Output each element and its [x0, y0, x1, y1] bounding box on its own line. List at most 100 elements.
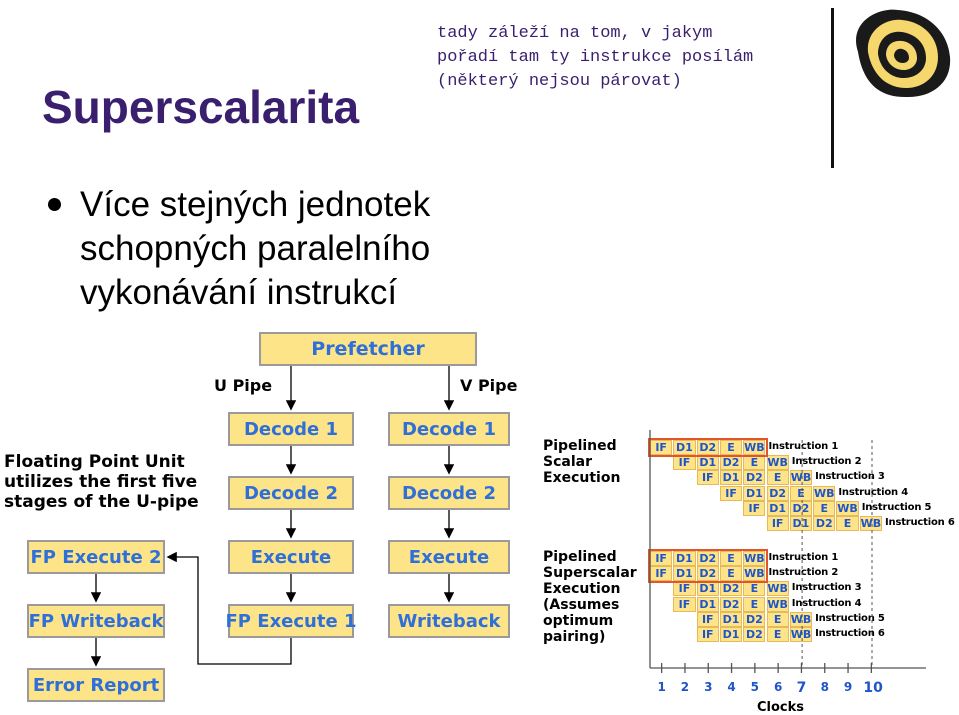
pipeline-arrows: [90, 366, 455, 667]
scalar-instruction-label: Instruction 4: [838, 486, 908, 498]
superscalar-cell: E: [743, 596, 766, 612]
superscalar-cell: D1: [696, 581, 719, 597]
scalar-instruction-label: Instruction 1: [768, 441, 839, 452]
superscalar-instruction-label: Instruction 6: [815, 628, 885, 639]
v-pipe-label: V Pipe: [460, 376, 518, 395]
scalar-instruction-label: Instruction 5: [861, 501, 932, 513]
superscalar-cell: IF: [696, 611, 719, 627]
scalar-cell: D1: [766, 500, 789, 516]
scalar-cell: D1: [719, 470, 743, 486]
scalar-cell: D2: [743, 470, 766, 486]
speaker-note: tady záleží na tom, v jakym pořadí tam t…: [437, 24, 754, 91]
scalar-cell: IF: [743, 500, 766, 516]
superscalar-instruction-label: Instruction 4: [791, 597, 862, 609]
u-fp-execute1-box: FP Execute 1: [226, 604, 356, 638]
superscalar-cell: E: [766, 611, 789, 627]
scalar-cell: D1: [743, 485, 766, 501]
bullet-text: Více stejných jednotek schopných paralel…: [80, 185, 431, 312]
superscalar-instruction-label: Instruction 3: [791, 582, 862, 594]
clocks-label: Clocks: [757, 700, 805, 715]
scalar-cell: WB: [743, 440, 766, 455]
v-execute-box: Execute: [388, 540, 510, 574]
superscalar-instruction-label: Instruction 1: [768, 552, 839, 563]
superscalar-cell: D1: [719, 627, 743, 642]
superscalar-cell: D2: [743, 627, 766, 642]
v-decode1-box: Decode 1: [388, 412, 510, 446]
clock-tick-label: 4: [727, 680, 736, 694]
superscalar-cell: IF: [696, 627, 719, 642]
clock-tick-label: 9: [843, 680, 853, 694]
scalar-highlight: [648, 438, 768, 457]
superscalar-highlight: [648, 549, 768, 583]
fp-unit-note: Floating Point Unit utilizes the first f…: [4, 452, 199, 512]
scalar-instruction-label: Instruction 3: [815, 471, 885, 483]
scalar-cell: D1: [673, 440, 696, 455]
fp-writeback-box: FP Writeback: [27, 604, 165, 638]
clock-tick-label: 2: [680, 680, 690, 694]
clock-tick-label: 7: [796, 680, 807, 696]
clock-tick-label: 3: [704, 680, 713, 694]
superscalar-instruction-label: Instruction 2: [768, 567, 839, 579]
scroll-logo-icon: [856, 9, 951, 98]
superscalar-cell: WB: [743, 551, 766, 566]
superscalar-cell: D1: [673, 551, 696, 566]
scalar-cell: IF: [696, 470, 719, 486]
superscalar-cell: WB: [789, 627, 813, 642]
divider-line: [831, 8, 834, 168]
v-writeback-box: Writeback: [388, 604, 510, 638]
scalar-cell: E: [719, 440, 743, 455]
fp-execute2-box: FP Execute 2: [27, 540, 165, 574]
v-decode2-box: Decode 2: [388, 476, 510, 510]
slide-title: Superscalarita: [42, 81, 360, 133]
scalar-cell: D2: [813, 516, 836, 531]
bullet-dot: [48, 198, 61, 211]
scalar-cell: WB: [859, 516, 882, 531]
scalar-cell: WB: [813, 485, 836, 501]
scalar-cell: D2: [696, 440, 719, 455]
scalar-instruction-label: Instruction 6: [885, 517, 955, 528]
superscalar-cell: D2: [696, 566, 719, 582]
superscalar-instruction-label: Instruction 5: [815, 612, 885, 624]
scalar-cell: E: [789, 485, 813, 501]
u-pipe-label: U Pipe: [214, 376, 273, 395]
superscalar-label: Pipelined Superscalar Execution (Assumes…: [543, 549, 637, 645]
clock-tick-label: 6: [773, 680, 783, 694]
superscalar-cell: WB: [766, 596, 789, 612]
u-decode2-box: Decode 2: [228, 476, 354, 510]
scalar-instruction-label: Instruction 2: [791, 456, 862, 468]
u-decode1-box: Decode 1: [228, 412, 354, 446]
superscalar-cell: D2: [743, 611, 766, 627]
superscalar-cell: E: [766, 627, 789, 642]
superscalar-cell: D1: [673, 566, 696, 582]
scalar-cell: WB: [789, 470, 813, 486]
superscalar-cell: D1: [696, 596, 719, 612]
clock-tick-label: 5: [750, 680, 760, 694]
superscalar-cell: IF: [673, 596, 696, 612]
superscalar-cell: D2: [696, 551, 719, 566]
scalar-cell: IF: [766, 516, 789, 531]
scalar-cell: E: [836, 516, 859, 531]
superscalar-cell: WB: [789, 611, 813, 627]
clock-tick-label: 1: [657, 680, 666, 694]
superscalar-cell: WB: [766, 581, 789, 597]
scalar-cell: IF: [719, 485, 743, 501]
scalar-cell: D1: [789, 516, 813, 531]
superscalar-cell: D2: [719, 596, 743, 612]
scalar-label: Pipelined Scalar Execution: [543, 438, 621, 486]
scalar-cell: D2: [789, 500, 813, 516]
clock-tick-label: 10: [863, 680, 883, 696]
u-execute-box: Execute: [228, 540, 354, 574]
scalar-cell: WB: [836, 500, 859, 516]
superscalar-cell: E: [719, 566, 743, 582]
scalar-cell: WB: [766, 455, 789, 471]
superscalar-cell: D2: [719, 581, 743, 597]
superscalar-cell: E: [719, 551, 743, 566]
scalar-cell: D2: [766, 485, 789, 501]
superscalar-cell: D1: [719, 611, 743, 627]
scalar-cell: E: [813, 500, 836, 516]
prefetcher-box: Prefetcher: [259, 332, 477, 366]
error-report-box: Error Report: [27, 668, 165, 702]
scalar-cell: E: [766, 470, 789, 486]
